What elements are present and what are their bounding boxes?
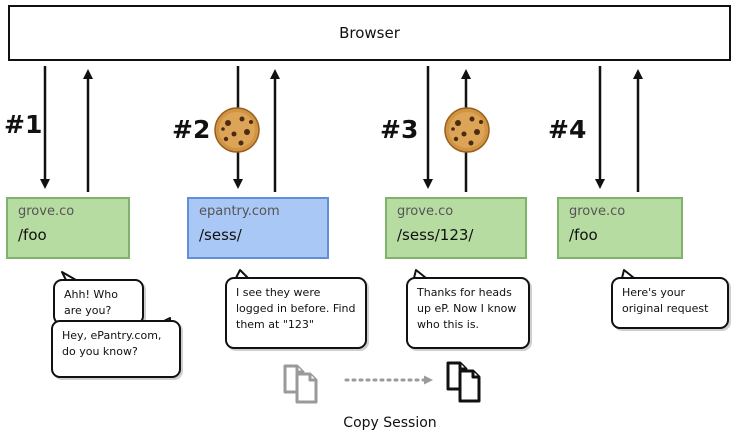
server-path: /sess/123/ — [397, 226, 474, 244]
step-label-3: #3 — [380, 115, 419, 144]
copy-icon-source — [283, 364, 318, 404]
cookie-icon — [214, 107, 260, 153]
bubble-text: I see they were logged in before. Find t… — [236, 286, 356, 331]
speech-bubble: Thanks for heads up eP. Now I know who t… — [406, 277, 530, 349]
bubble-text: Thanks for heads up eP. Now I know who t… — [417, 286, 517, 331]
speech-bubble: Ahh! Who are you? — [53, 279, 144, 325]
server-host: grove.co — [18, 204, 75, 219]
copy-session-caption: Copy Session — [343, 415, 437, 431]
server-host: epantry.com — [199, 204, 280, 219]
bubble-text: Hey, ePantry.com, do you know? — [62, 329, 162, 358]
bubble-text: Ahh! Who are you? — [64, 288, 118, 317]
speech-bubble: I see they were logged in before. Find t… — [225, 277, 367, 349]
cookie-icon — [444, 107, 490, 153]
step-label-2: #2 — [172, 115, 211, 144]
server-box-epantry: epantry.com /sess/ — [187, 197, 329, 259]
step-label-1: #1 — [4, 110, 43, 139]
browser-box: Browser — [8, 5, 731, 61]
server-path: /sess/ — [199, 226, 242, 244]
browser-label: Browser — [339, 24, 400, 42]
server-host: grove.co — [569, 204, 626, 219]
server-box-grove-3: grove.co /sess/123/ — [385, 197, 527, 259]
server-box-grove-1: grove.co /foo — [6, 197, 130, 259]
server-path: /foo — [569, 226, 598, 244]
speech-bubble: Hey, ePantry.com, do you know? — [51, 320, 181, 378]
step-label-4: #4 — [548, 115, 587, 144]
server-path: /foo — [18, 226, 47, 244]
copy-icon-target — [446, 361, 481, 403]
speech-bubble: Here's your original request — [611, 277, 729, 329]
server-box-grove-4: grove.co /foo — [557, 197, 683, 259]
server-host: grove.co — [397, 204, 454, 219]
bubble-text: Here's your original request — [622, 286, 709, 315]
